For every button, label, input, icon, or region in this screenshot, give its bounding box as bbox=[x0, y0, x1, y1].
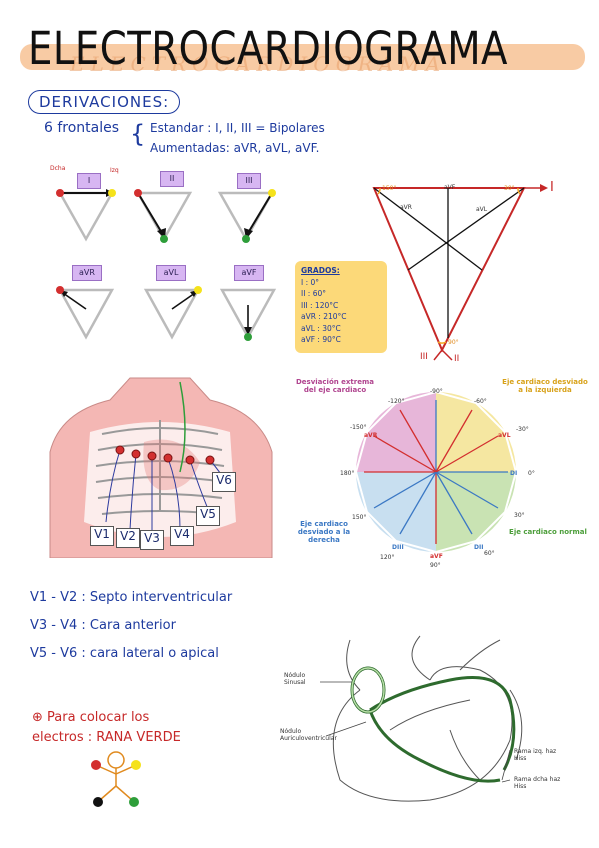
lead-III-diagram bbox=[217, 189, 276, 243]
einthoven-lead-I: I bbox=[550, 180, 554, 195]
deg-150: 150° bbox=[352, 514, 367, 521]
rana-line-2: electros : RANA VERDE bbox=[32, 730, 181, 745]
lead-triangles-svg bbox=[56, 189, 277, 341]
rana-line-1: ⊕ Para colocar los bbox=[32, 710, 150, 725]
chest-lead-V5: V5 bbox=[196, 506, 220, 526]
izquierda-label: Eje cardiaco desviado a la izquierda bbox=[502, 378, 588, 394]
stick-figure bbox=[86, 748, 146, 808]
conduction-system-sketch: Nódulo Sinusal Nódulo Auriculoventricula… bbox=[280, 630, 590, 810]
grados-item: III : 120°C bbox=[301, 300, 339, 310]
dcha-label: Dcha bbox=[50, 165, 66, 172]
nodulo-av-label: Nódulo Auriculoventricular bbox=[280, 728, 337, 742]
einthoven-avl: aVL bbox=[476, 206, 488, 213]
v-note-3: V5 - V6 : cara lateral o apical bbox=[30, 646, 219, 661]
deg-neg150: -150° bbox=[350, 424, 367, 431]
v-note-2: V3 - V4 : Cara anterior bbox=[30, 618, 176, 633]
lead-label-aVF: aVF bbox=[234, 265, 264, 281]
section-heading: DERIVACIONES: bbox=[28, 90, 181, 114]
chest-lead-V1: V1 bbox=[90, 526, 114, 546]
einthoven-svg bbox=[372, 184, 548, 361]
frontales-text: 6 frontales bbox=[44, 120, 120, 136]
chest-lead-V3: V3 bbox=[140, 530, 164, 550]
deg-30: 30° bbox=[514, 512, 525, 519]
deg-120: 120° bbox=[380, 554, 395, 561]
grados-item: II : 60° bbox=[301, 289, 327, 298]
lead-aVL-diagram bbox=[143, 286, 202, 340]
hexaxial-diagram: Desviación extrema del eje cardiaco Eje … bbox=[288, 372, 588, 570]
einthoven-angle-30: 30° bbox=[504, 185, 515, 192]
einthoven-lead-III: III bbox=[420, 352, 428, 362]
einthoven-angle-150: 150° bbox=[382, 185, 397, 192]
aumentadas-text: Aumentadas: aVR, aVL, aVF. bbox=[150, 141, 320, 155]
lead-avr-label: aVR bbox=[364, 432, 378, 439]
rana-note: ⊕ Para colocar los electros : RANA VERDE bbox=[32, 708, 181, 748]
rama-izq-label: Rama izq. haz Hiss bbox=[514, 748, 557, 762]
lead-dii-label: DII bbox=[474, 544, 484, 551]
lead-diii-label: DIII bbox=[392, 544, 404, 551]
grados-item: aVL : 30°C bbox=[301, 323, 341, 333]
lead-avl-label: aVL bbox=[498, 432, 511, 439]
rama-dcha-label: Rama dcha haz Hiss bbox=[514, 776, 561, 790]
chest-illustration: V1 V2 V3 V4 V5 V6 bbox=[40, 372, 280, 559]
estandar-text: Estandar : I, II, III = Bipolares bbox=[150, 121, 325, 135]
izq-label: Izq bbox=[110, 167, 119, 174]
einthoven-triangle: 150° 30° 90° aVR aVF aVL I III II bbox=[368, 178, 568, 368]
deg-180: 180° bbox=[340, 470, 355, 477]
normal-label: Eje cardiaco normal bbox=[509, 528, 587, 536]
v-note-1: V1 - V2 : Septo interventricular bbox=[30, 590, 233, 605]
lead-II-diagram bbox=[134, 189, 193, 243]
chest-lead-V2: V2 bbox=[116, 528, 140, 548]
grados-item: aVF : 90°C bbox=[301, 335, 341, 344]
brace-icon: { bbox=[130, 120, 146, 148]
lead-label-II: II bbox=[160, 171, 184, 187]
grados-item: aVR : 210°C bbox=[301, 312, 347, 321]
deg-60: 60° bbox=[484, 550, 495, 557]
lead-I-diagram bbox=[56, 189, 116, 242]
einthoven-lead-II: II bbox=[454, 354, 460, 364]
page-title: ELECTROCARDIOGRAMA bbox=[28, 22, 508, 75]
lead-avf-label: aVF bbox=[430, 553, 443, 560]
deg-neg30: -30° bbox=[516, 426, 529, 433]
hexaxial-svg bbox=[354, 390, 518, 554]
lead-label-aVR: aVR bbox=[72, 265, 102, 281]
lead-label-III: III bbox=[237, 173, 261, 189]
grados-box: GRADOS: I : 0° II : 60° III : 120°C aVR … bbox=[295, 261, 387, 353]
deg-neg90: -90° bbox=[430, 388, 443, 395]
desviacion-extrema-label: Desviación extrema del eje cardiaco bbox=[295, 378, 374, 394]
chest-lead-V6: V6 bbox=[212, 472, 236, 492]
einthoven-avf: aVF bbox=[444, 184, 456, 191]
deg-neg120: -120° bbox=[388, 398, 405, 405]
lead-aVF-diagram bbox=[219, 288, 277, 341]
grados-title: GRADOS: bbox=[301, 266, 340, 275]
deg-neg60: -60° bbox=[474, 398, 487, 405]
einthoven-angle-90: 90° bbox=[448, 339, 459, 346]
deg-0: 0° bbox=[528, 470, 535, 477]
einthoven-avr: aVR bbox=[400, 204, 412, 211]
chest-lead-V4: V4 bbox=[170, 526, 194, 546]
stick-figure-svg bbox=[91, 751, 141, 807]
lead-label-aVL: aVL bbox=[156, 265, 186, 281]
lead-label-I: I bbox=[77, 173, 101, 189]
title-highlight bbox=[20, 44, 585, 70]
title-ghost-script: ELECTROCARDIOGRAMA bbox=[70, 52, 447, 76]
lead-di-label: DI bbox=[510, 470, 518, 477]
grados-item: I : 0° bbox=[301, 277, 320, 287]
derecha-label: Eje cardiaco desviado a la derecha bbox=[297, 520, 351, 544]
nodulo-sinusal-label: Nódulo Sinusal bbox=[284, 672, 306, 686]
deg-90: 90° bbox=[430, 562, 441, 569]
heart-svg bbox=[320, 635, 523, 802]
lead-aVR-diagram bbox=[56, 286, 115, 340]
chest-svg bbox=[40, 372, 280, 559]
lead-diagrams: Dcha Izq I II III aVR aVL aVF bbox=[40, 165, 290, 350]
